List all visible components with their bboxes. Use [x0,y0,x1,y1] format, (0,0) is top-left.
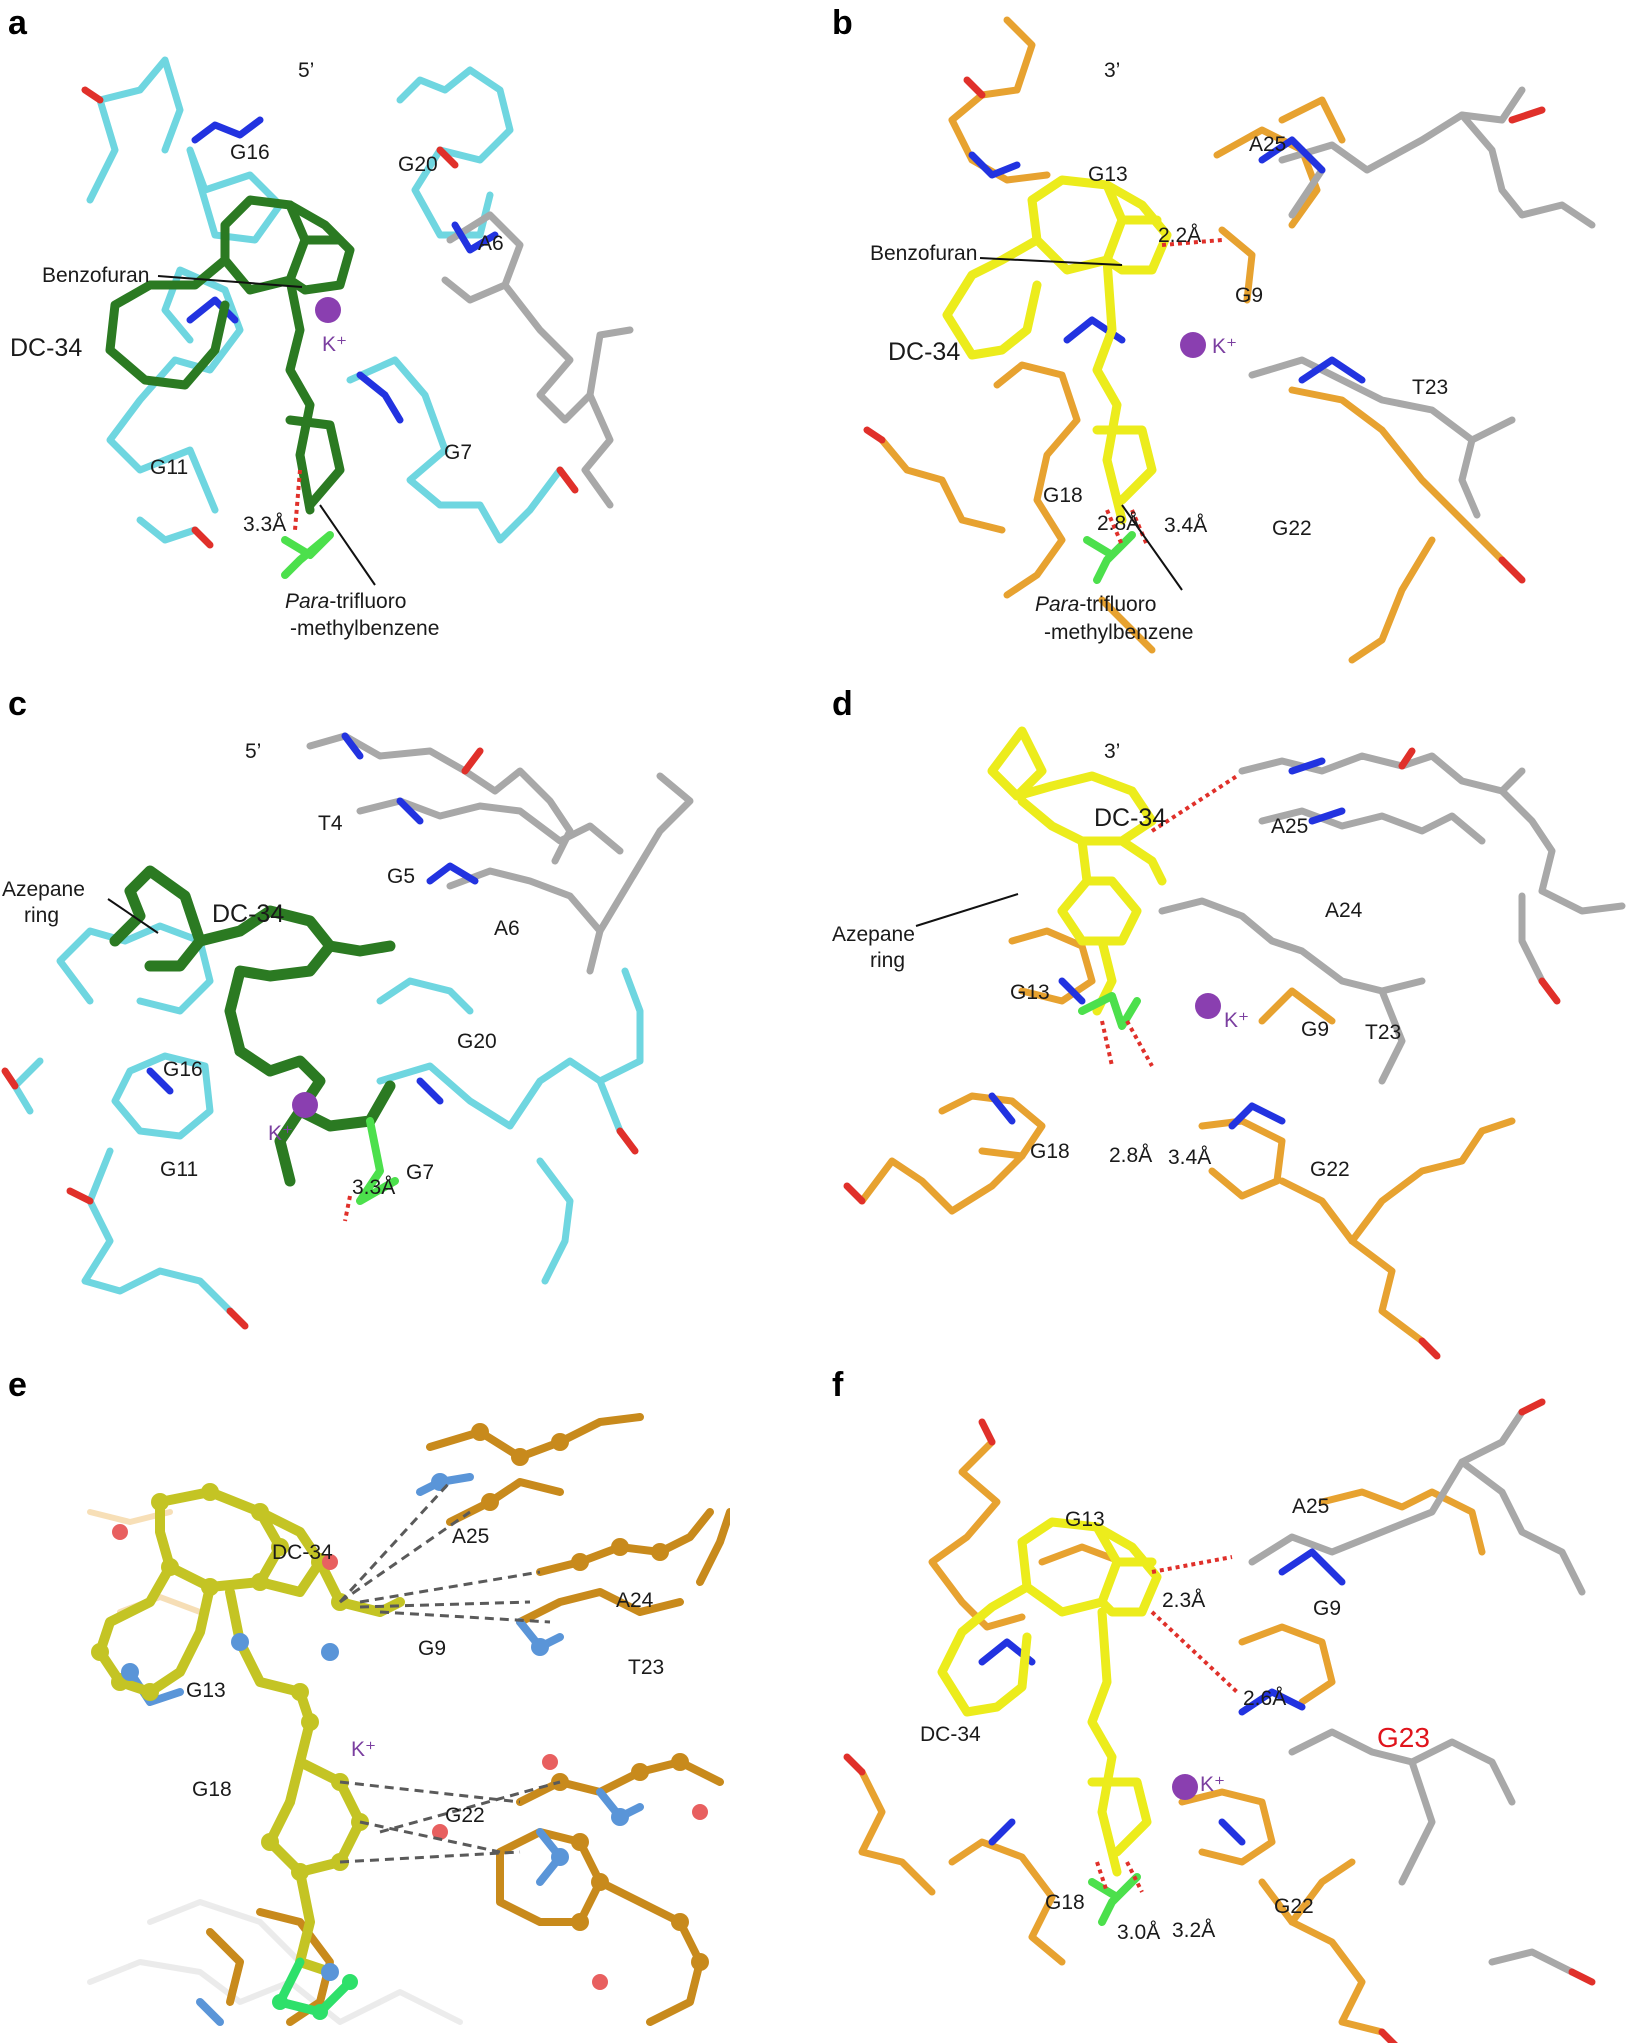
panel-e-residue-t23: T23 [628,1656,665,1679]
panel-a-group-rest: -trifluoro [329,590,407,613]
panel-d: d 3’ DC-34 A25 A24 Azepane ring G13 G9 T… [822,681,1644,1362]
panel-d-residue-g9: G9 [1301,1018,1330,1041]
panel-b-residue-g22: G22 [1272,517,1312,540]
panel-c-residue-g5: G5 [387,865,416,888]
panel-e-residue-a25: A25 [452,1525,490,1548]
panel-c-distance: 3.3Å [352,1176,396,1199]
panel-f-letter: f [832,1366,844,1404]
panel-b-group-italic: Para [1035,593,1080,616]
panel-a-benzofuran-label: Benzofuran [42,264,150,287]
panel-f-residue-g13: G13 [1065,1508,1105,1531]
panel-a-residue-g7: G7 [444,441,473,464]
panel-d-strand-end: 3’ [1104,740,1121,763]
panel-b-group-rest: -trifluoro [1079,593,1157,616]
panel-a-group-italic: Para [285,590,330,613]
panel-b-residue-g18: G18 [1043,484,1083,507]
panel-a-group-line2: -methylbenzene [290,617,440,640]
panel-a-letter: a [8,4,27,42]
panel-a-distance: 3.3Å [243,513,287,536]
panel-a-residue-g20: G20 [398,153,438,176]
panel-f-distance-1: 2.3Å [1162,1589,1206,1612]
panel-d-residue-a24: A24 [1325,899,1363,922]
panel-a-ion-label: K⁺ [322,333,348,356]
panel-b-residue-g13: G13 [1088,163,1128,186]
panel-e: e A25 DC-34 A24 G9 T23 G13 K⁺ G18 G22 [0,1362,822,2043]
panel-b-group-label: Para-trifluoro [1035,594,1156,615]
panel-d-ion-label: K⁺ [1224,1009,1250,1032]
panel-d-residue-g13: G13 [1010,981,1050,1004]
panel-c-residue-t4: T4 [318,812,343,835]
panel-a-residue-g16: G16 [230,141,270,164]
panel-d-distance-1: 2.8Å [1109,1144,1153,1167]
panel-c-residue-g16: G16 [163,1058,203,1081]
panel-c-ligand-label: DC-34 [212,900,285,928]
panel-d-residue-g18: G18 [1030,1140,1070,1163]
panel-b-benzofuran-label: Benzofuran [870,242,978,265]
panel-f-distance-4: 3.2Å [1172,1919,1216,1942]
panel-e-letter: e [8,1366,27,1404]
panel-a-group-label: Para-trifluoro [285,591,406,612]
panel-c-azepane-line2: ring [24,904,60,927]
panel-e-residue-a24: A24 [616,1589,654,1612]
panel-c-residue-a6: A6 [494,917,520,940]
panel-c-residue-g20: G20 [457,1030,497,1053]
panel-e-residue-g18: G18 [192,1778,232,1801]
panel-c-structure [1,732,694,1330]
panel-b-structure [863,16,1596,664]
panel-d-azepane-line1: Azepane [832,923,915,946]
panel-d-ligand-label: DC-34 [1094,804,1167,832]
panel-e-ion-label: K⁺ [351,1738,377,1761]
panel-f: f A25 G13 2.3Å G9 2.6Å G23 DC-34 K⁺ G18 … [822,1362,1644,2043]
panel-d-residue-t23: T23 [1365,1021,1402,1044]
panel-b-distance-3: 3.4Å [1164,514,1208,537]
panel-a: a 5’ G16 G20 A6 Benzofuran DC-34 K⁺ G11 … [0,0,822,681]
panel-f-residue-g9: G9 [1313,1597,1342,1620]
panel-b-residue-t23: T23 [1412,376,1449,399]
panel-c-residue-g7: G7 [406,1161,435,1184]
panel-f-residue-a25: A25 [1292,1495,1330,1518]
panel-c-ion-label: K⁺ [268,1122,294,1145]
panel-d-letter: d [832,685,853,723]
panel-a-residue-a6: A6 [478,232,504,255]
panel-c-azepane-line1: Azepane [2,878,85,901]
panel-b-residue-a25: A25 [1249,133,1287,156]
panel-e-residue-g9: G9 [418,1637,447,1660]
panel-e-structure [87,1413,730,2026]
panel-e-residue-g22: G22 [445,1804,485,1827]
panel-b-distance-2: 2.8Å [1097,512,1141,535]
panel-d-residue-a25: A25 [1271,815,1309,838]
panel-d-azepane-line2: ring [870,949,906,972]
panel-f-ligand-label: DC-34 [920,1723,981,1746]
panel-c-letter: c [8,685,27,723]
panel-b-residue-g9: G9 [1235,284,1264,307]
panel-e-residue-g13: G13 [186,1679,226,1702]
panel-a-structure [81,56,634,586]
panel-b-strand-end: 3’ [1104,59,1121,82]
panel-f-distance-3: 3.0Å [1117,1921,1161,1944]
panel-b-distance-1: 2.2Å [1158,224,1202,247]
panel-a-residue-g11: G11 [150,456,189,479]
panel-f-ion-label: K⁺ [1200,1773,1226,1796]
panel-f-distance-2: 2.6Å [1243,1687,1287,1710]
panel-b-letter: b [832,4,853,42]
panel-b-ion-label: K⁺ [1212,335,1238,358]
panel-b-group-line2: -methylbenzene [1044,621,1194,644]
panel-d-distance-2: 3.4Å [1168,1146,1212,1169]
panel-c-residue-g11: G11 [160,1158,199,1181]
panel-f-residue-g18: G18 [1045,1891,1085,1914]
panel-e-ligand-label: DC-34 [272,1541,333,1564]
panel-f-residue-g23: G23 [1377,1722,1430,1753]
panel-f-residue-g22: G22 [1274,1895,1314,1918]
panel-a-strand-end: 5’ [298,59,315,82]
panel-a-ligand-label: DC-34 [10,334,83,362]
panel-c-strand-end: 5’ [245,740,262,763]
panel-b-ligand-label: DC-34 [888,338,961,366]
panel-d-residue-g22: G22 [1310,1158,1350,1181]
panel-f-structure [843,1398,1596,2043]
panel-d-structure [843,726,1626,1360]
panel-b: b 3’ A25 G13 2.2Å Benzofuran G9 DC-34 K⁺… [822,0,1644,681]
panel-c: c 5’ T4 G5 Azepane ring DC-34 A6 G20 G16… [0,681,822,1362]
